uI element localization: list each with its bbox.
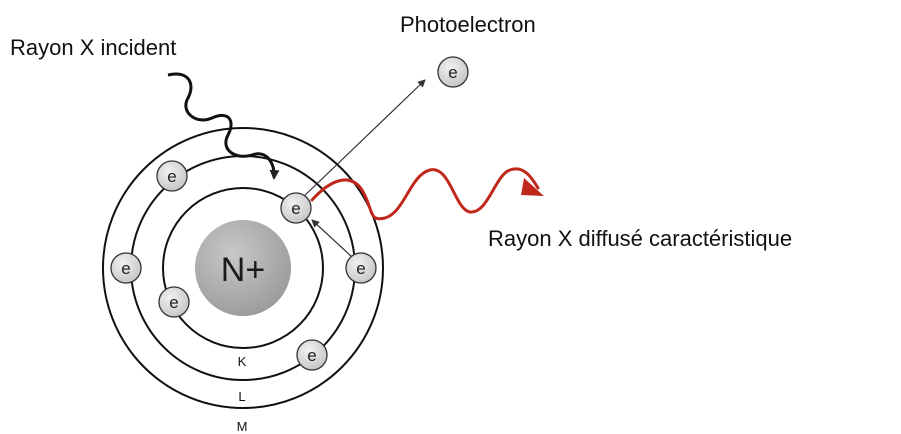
electron-transition-arrow bbox=[311, 219, 353, 258]
electron: e bbox=[280, 192, 312, 224]
electron: e bbox=[345, 252, 377, 284]
svg-text:e: e bbox=[169, 293, 178, 312]
svg-text:e: e bbox=[448, 63, 457, 82]
svg-text:e: e bbox=[307, 346, 316, 365]
photoelectron-trajectory-arrow bbox=[299, 79, 426, 201]
incident-xray-label: Rayon X incident bbox=[10, 35, 176, 60]
electron: e bbox=[296, 339, 328, 371]
nucleus bbox=[195, 220, 291, 316]
photoelectron-label: Photoelectron bbox=[400, 12, 536, 37]
shell-k-label: K bbox=[238, 354, 247, 369]
electron: e bbox=[158, 286, 190, 318]
svg-text:e: e bbox=[356, 259, 365, 278]
shell-m-label: M bbox=[237, 419, 248, 434]
svg-text:e: e bbox=[291, 199, 300, 218]
nucleus-label: N+ bbox=[221, 251, 265, 289]
incident-xray-wave bbox=[167, 72, 280, 180]
shell-m-orbit bbox=[102, 127, 384, 409]
svg-text:e: e bbox=[167, 167, 176, 186]
shell-k-orbit bbox=[162, 187, 324, 349]
electron: e bbox=[110, 252, 142, 284]
scattered-xray-arrowhead bbox=[521, 178, 544, 196]
photoelectron: e bbox=[437, 56, 469, 88]
scattered-xray-wave bbox=[310, 167, 540, 221]
scattered-xray-label: Rayon X diffusé caractéristique bbox=[488, 226, 792, 251]
shell-l-label: L bbox=[238, 389, 245, 404]
electron: e bbox=[156, 160, 188, 192]
svg-text:e: e bbox=[121, 259, 130, 278]
